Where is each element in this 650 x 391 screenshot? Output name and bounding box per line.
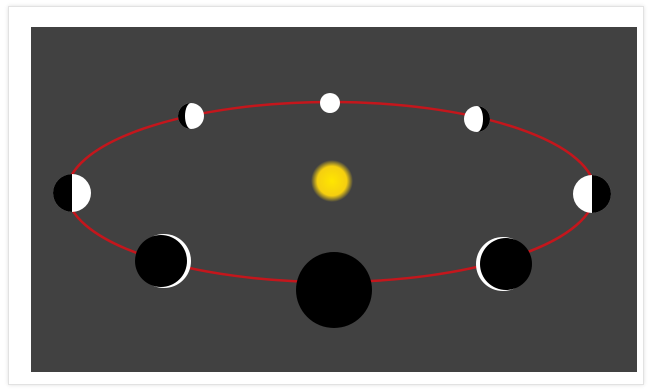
moon-crescent-left [135,234,191,288]
moon-gibbous-right [464,106,490,132]
moon-quarter-left [53,174,91,212]
moon-quarter-right [573,175,611,213]
moon-crescent-right [476,237,532,291]
moon-new [296,252,372,328]
sun [311,160,353,202]
moon-full [320,93,340,113]
moon-gibbous-left [178,103,204,129]
